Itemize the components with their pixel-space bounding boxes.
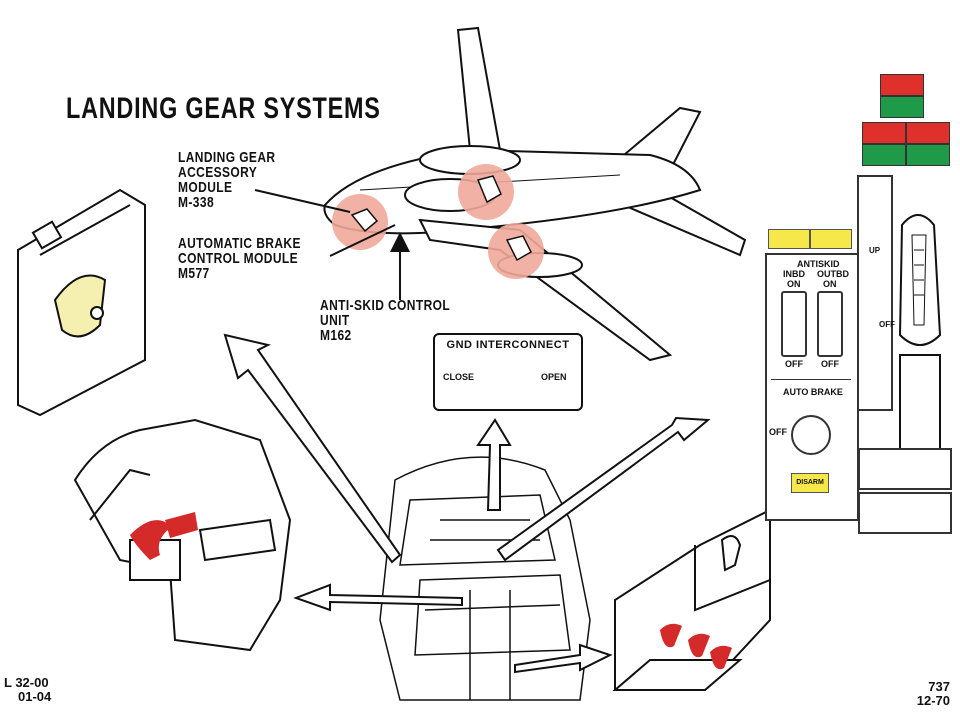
- green-lamp-top: [880, 96, 924, 118]
- gear-indicator-box-upper: [858, 448, 952, 490]
- footer-right: 737 12-70: [916, 679, 950, 708]
- gear-lever-handle[interactable]: [890, 205, 950, 455]
- gnd-interconnect-panel: GND INTERCONNECT CLOSE OPEN: [433, 333, 583, 411]
- green-lamp-right: [906, 144, 950, 166]
- outbd-label: OUTBD: [817, 269, 849, 279]
- arrow-left: [293, 583, 463, 612]
- inbd-off-label: OFF: [785, 359, 803, 369]
- arrow-up-left: [223, 333, 402, 564]
- footer-left: L 32-00 01-04: [4, 675, 52, 704]
- gear-up-label: UP: [869, 246, 881, 255]
- gnd-close-label: CLOSE: [443, 372, 475, 382]
- outbd-on-label: ON: [823, 279, 837, 289]
- accessory-detail-drawing: [17, 188, 146, 417]
- brake-pedal-detail-drawing: [73, 418, 292, 652]
- rudder-pedal-detail-drawing: [612, 508, 771, 691]
- page-title: LANDING GEAR SYSTEMS: [66, 92, 381, 125]
- auto-brake-label: AUTO BRAKE: [783, 387, 843, 397]
- gear-lever-placard: UP OFF: [857, 175, 895, 411]
- amber-lamp-left: [768, 229, 810, 249]
- gnd-interconnect-title: GND INTERCONNECT: [446, 339, 570, 351]
- arrow-up-right: [496, 416, 711, 562]
- antiskid-autobrake-panel: ANTISKID INBD OUTBD ON ON OFF OFF AUTO B…: [765, 253, 859, 521]
- auto-brake-off-label: OFF: [769, 427, 787, 437]
- amber-lamp-right: [810, 229, 852, 249]
- green-lamp-left: [862, 144, 906, 166]
- red-lamp-top: [880, 74, 924, 96]
- gear-off-label: OFF: [879, 320, 895, 329]
- brake-pedal-left: [130, 520, 170, 560]
- outbd-antiskid-switch[interactable]: [817, 291, 843, 357]
- red-lamp-right: [906, 122, 950, 144]
- outbd-off-label: OFF: [821, 359, 839, 369]
- disarm-label: DISARM: [796, 479, 824, 486]
- rudder-pedals: [660, 623, 732, 670]
- gnd-open-label: OPEN: [541, 372, 567, 382]
- callout-autobrake-module: AUTOMATIC BRAKE CONTROL MODULE M577: [178, 235, 301, 282]
- inbd-antiskid-switch[interactable]: [781, 291, 807, 357]
- auto-brake-selector-knob[interactable]: [791, 415, 831, 455]
- antiskid-label: ANTISKID: [797, 259, 840, 269]
- callout-accessory-module: LANDING GEAR ACCESSORY MODULE M-338: [178, 149, 276, 211]
- pointer-arrows: [223, 333, 711, 674]
- inbd-label: INBD: [783, 269, 805, 279]
- arrow-up: [476, 418, 512, 511]
- disarm-light: DISARM: [791, 473, 829, 493]
- arrow-right: [514, 643, 613, 674]
- callout-antiskid-unit: ANTI-SKID CONTROL UNIT M162: [320, 297, 451, 344]
- gear-indicator-box-lower: [858, 492, 952, 534]
- cockpit-drawing: [379, 456, 591, 701]
- inbd-on-label: ON: [787, 279, 801, 289]
- red-lamp-left: [862, 122, 906, 144]
